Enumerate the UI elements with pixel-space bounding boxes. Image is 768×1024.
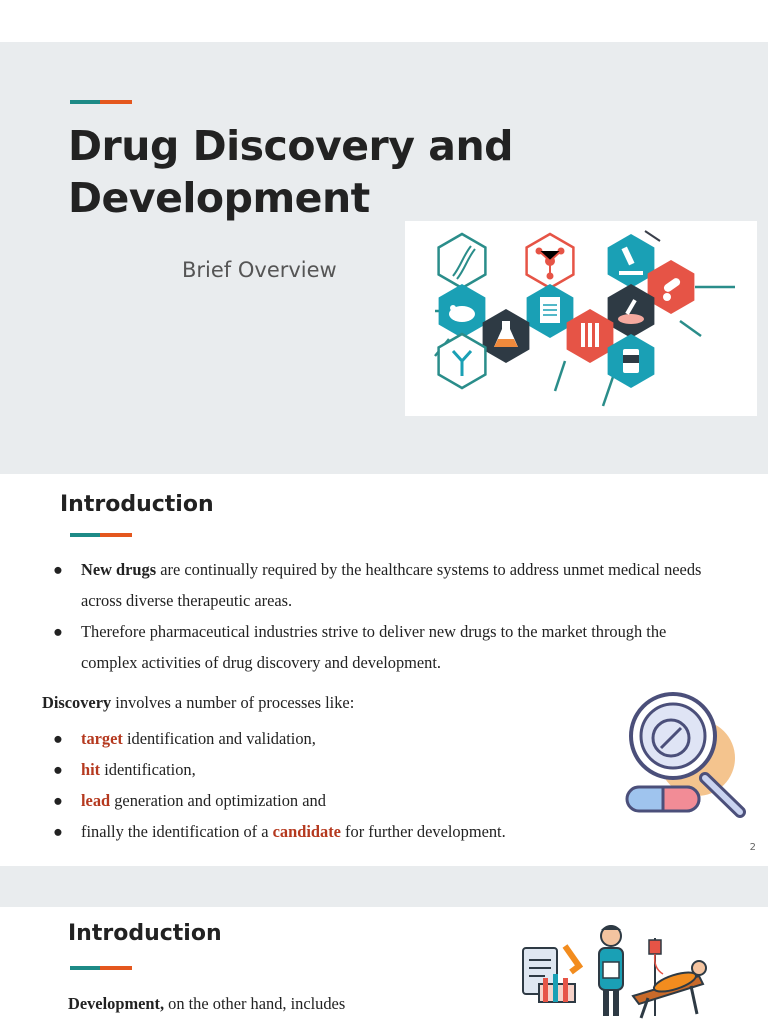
document-icon [526, 284, 574, 338]
petri-dish-icon [607, 284, 655, 338]
list-item: ●target identification and validation, [53, 729, 316, 748]
title-accent-bar [70, 100, 132, 104]
drug-discovery-hexagon-illustration [405, 221, 757, 416]
list-item: ●New drugs are continually required by t… [53, 560, 702, 610]
introduction-slide-continued: Introduction Development, on the other h… [0, 866, 768, 1024]
list-item: ●finally the identification of a candida… [53, 822, 506, 841]
list-item: ●Therefore pharmaceutical industries str… [53, 622, 667, 672]
molecule-icon [525, 232, 575, 290]
discovery-intro: Discovery involves a number of processes… [42, 693, 355, 712]
title-slide: Drug Discovery and Development Brief Ove… [0, 42, 768, 474]
list-item: ●hit identification, [53, 760, 196, 779]
discovery-process-list: ●target identification and validation, ●… [53, 723, 613, 847]
flask-icon [482, 309, 530, 363]
antibody-icon [437, 332, 487, 390]
pills-icon [647, 260, 695, 314]
slide-top-band [0, 866, 768, 907]
dna-icon [437, 232, 487, 290]
list-item: ●lead generation and optimization and [53, 791, 326, 810]
slide-heading: Introduction [68, 921, 222, 946]
mouse-icon [438, 284, 486, 338]
medicine-bottle-icon [607, 334, 655, 388]
slide-title: Drug Discovery and Development [68, 122, 513, 222]
microscope-icon [607, 234, 655, 288]
test-tubes-icon [566, 309, 614, 363]
clinical-trial-icon [513, 918, 707, 1024]
introduction-slide: Introduction ●New drugs are continually … [0, 474, 768, 866]
page-number: 2 [749, 842, 756, 853]
intro-bullet-list: ●New drugs are continually required by t… [53, 554, 713, 678]
heading-accent-bar [70, 533, 132, 537]
slide-heading: Introduction [60, 492, 214, 517]
heading-accent-bar [70, 966, 132, 970]
magnifier-pill-icon [615, 686, 755, 821]
development-intro: Development, on the other hand, includes [68, 994, 346, 1013]
slide-subtitle: Brief Overview [182, 258, 337, 282]
